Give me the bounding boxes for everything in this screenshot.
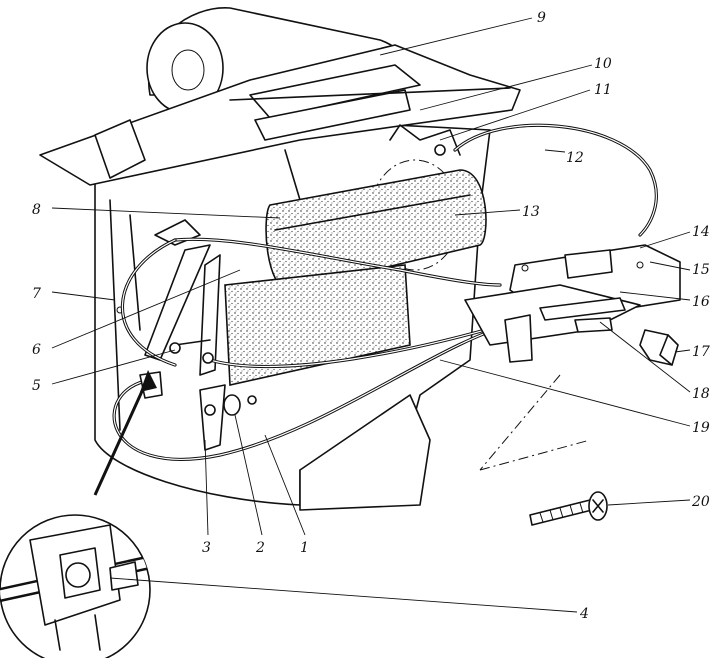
top-cover-frame <box>39 44 521 186</box>
callout-16: 16 <box>692 294 710 310</box>
callout-4: 4 <box>579 606 589 622</box>
callout-1: 1 <box>300 540 309 556</box>
callout-14: 14 <box>692 224 710 240</box>
callout-3: 3 <box>202 540 211 556</box>
leader-lines <box>51 17 691 613</box>
callout-20: 20 <box>691 494 710 510</box>
callout-15: 15 <box>692 262 710 278</box>
control-cables <box>112 123 658 461</box>
callout-19: 19 <box>692 420 710 436</box>
control-panel <box>464 244 681 363</box>
callout-13: 13 <box>522 204 540 220</box>
callout-labels: 9 10 11 12 13 14 15 16 17 18 19 20 8 7 6… <box>32 10 710 622</box>
callout-9: 9 <box>537 10 546 26</box>
callout-2: 2 <box>255 540 265 556</box>
control-knob <box>639 329 679 366</box>
callout-10: 10 <box>594 56 612 72</box>
callout-7: 7 <box>32 286 41 302</box>
callout-11: 11 <box>594 82 612 98</box>
callout-8: 8 <box>32 202 41 218</box>
callout-6: 6 <box>32 342 41 358</box>
air-flap-levers <box>284 124 461 201</box>
callout-18: 18 <box>692 386 710 402</box>
inset-detail <box>0 370 157 658</box>
callout-12: 12 <box>566 150 584 166</box>
callout-5: 5 <box>32 378 41 394</box>
mounting-screw <box>479 374 608 526</box>
callout-17: 17 <box>692 344 710 360</box>
heater-radiator <box>224 169 487 386</box>
